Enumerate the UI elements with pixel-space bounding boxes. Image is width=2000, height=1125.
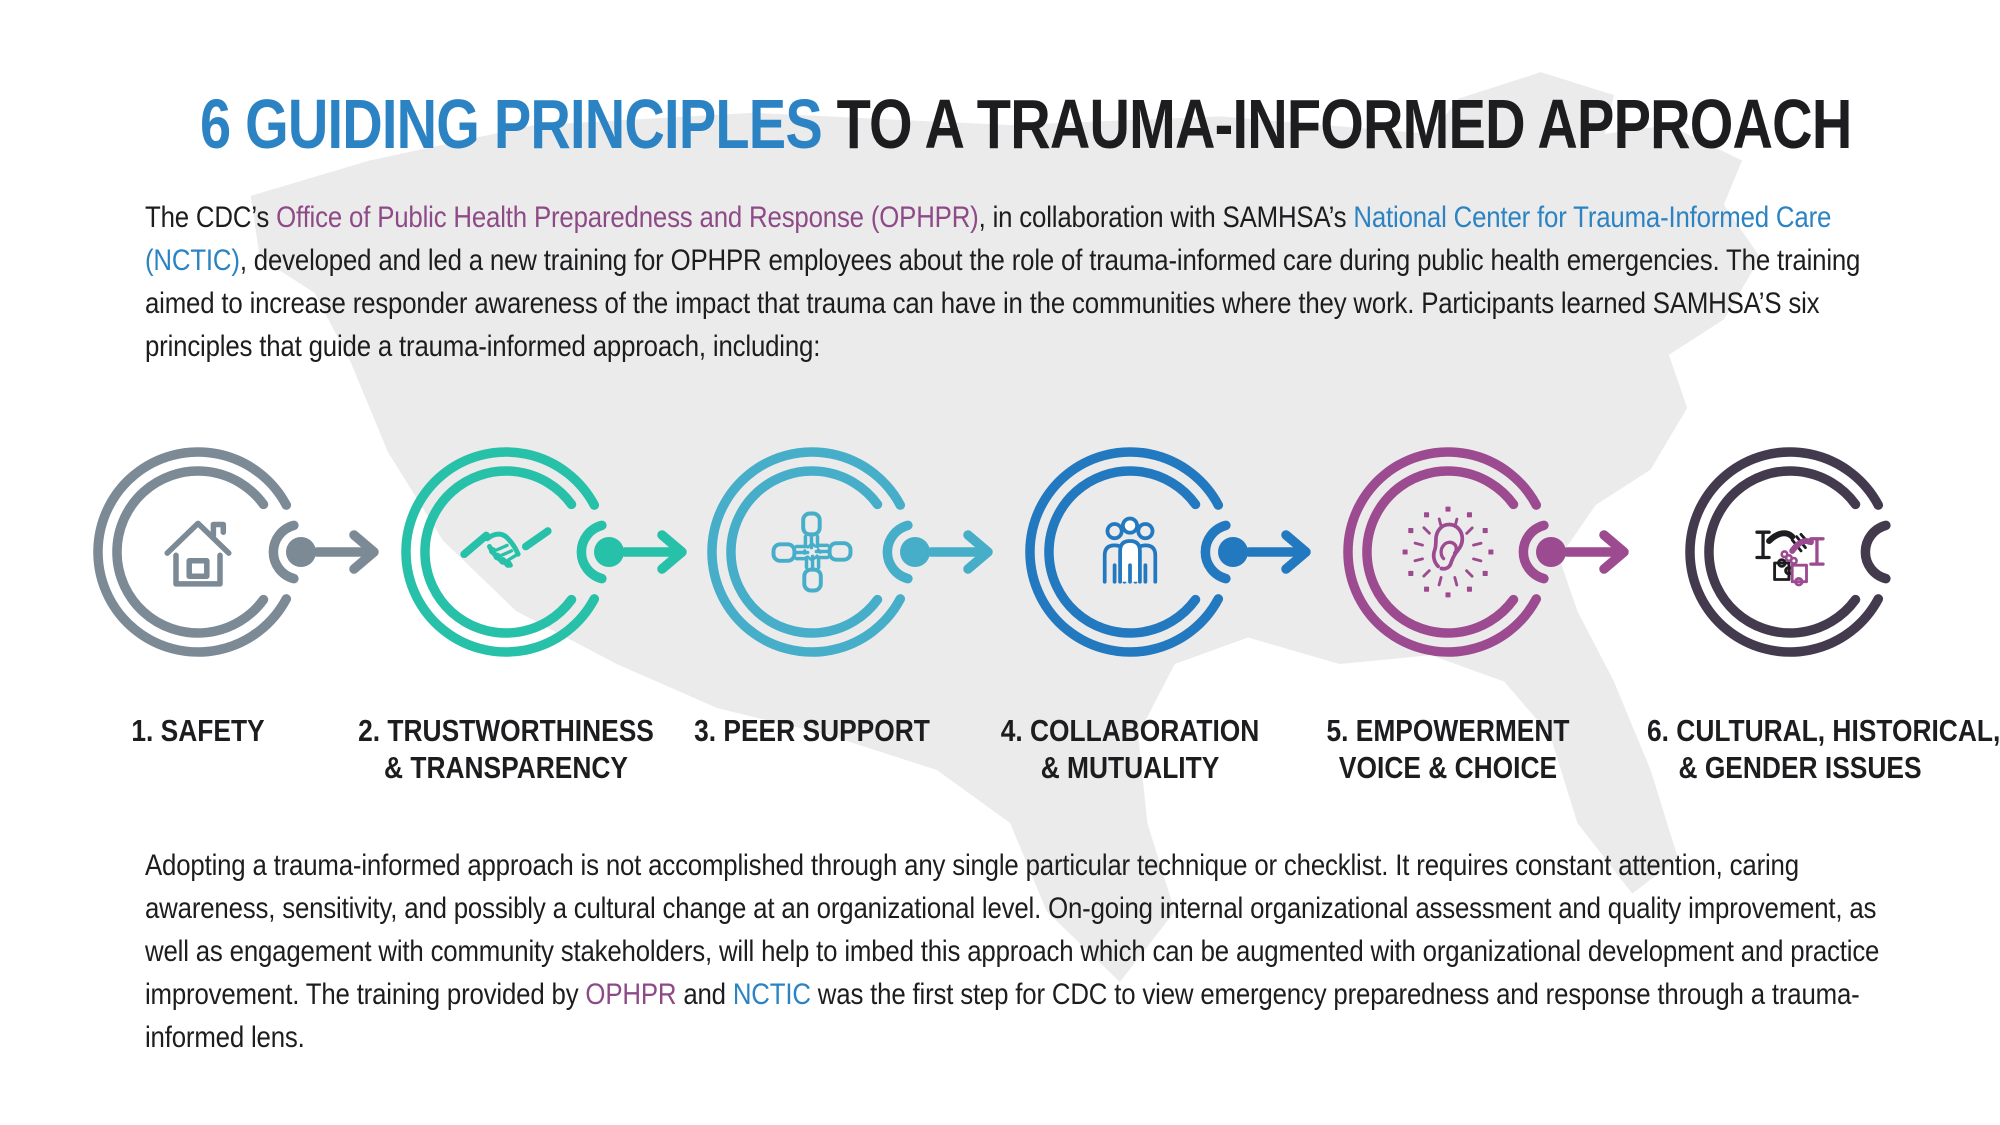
outro-paragraph: Adopting a trauma-informed approach is n… [145,844,1891,1059]
principle-5-badge-graphic [1343,447,1629,657]
principle-4-label-line: 4. COLLABORATION [1000,713,1260,748]
flow-arrow-icon [900,530,993,574]
principle-5-badge [1342,442,1642,662]
principle-2-label-line: & TRANSPARENCY [383,750,629,785]
flow-arrow-icon [594,530,687,574]
handshake-icon [460,527,552,568]
house-icon [164,520,232,587]
outro-text: was the first step for CDC to view emerg… [145,978,1860,1054]
intro-text: , in collaboration with SAMHSA’s [978,201,1354,234]
outro-text: and [676,978,733,1011]
principle-1-badge-graphic [93,447,379,657]
principle-4-label: 4. COLLABORATION& MUTUALITY [977,712,1283,786]
page-title-rest: TO A TRAUMA-INFORMED APPROACH [821,85,1853,163]
principle-2-label-line: 2. TRUSTWORTHINESS [358,713,654,748]
flow-arrow-icon [1218,530,1311,574]
ear-listening-icon [1402,506,1494,598]
outro-text: Adopting a trauma-informed approach is n… [145,849,1880,1011]
flow-arrow-icon [1536,530,1629,574]
principle-3-label-line: 3. PEER SUPPORT [694,713,930,748]
principle-5-label-line: 5. EMPOWERMENT [1326,713,1570,748]
principle-6-label-line: & GENDER ISSUES [1678,750,1922,785]
principle-4-badge [1024,442,1324,662]
principle-2-label: 2. TRUSTWORTHINESS& TRANSPARENCY [353,712,659,786]
flow-arrow-icon [286,530,379,574]
intro-paragraph: The CDC’s Office of Public Health Prepar… [145,196,1891,368]
principle-6-badge-graphic [1685,447,1891,657]
intro-text: The CDC’s [145,201,277,234]
principle-4-badge-graphic [1025,447,1311,657]
handshake-puzzle-icon [1755,530,1825,587]
principle-1-label: 1. SAFETY [45,712,351,749]
principle-1-label-line: 1. SAFETY [131,713,265,748]
principle-6-label-line: 6. CULTURAL, HISTORICAL, [1647,713,2000,748]
principle-3-badge [706,442,1006,662]
page-title-highlight: 6 GUIDING PRINCIPLES [200,85,823,163]
principle-2-badge-graphic [401,447,687,657]
page-title: 6 GUIDING PRINCIPLES TO A TRAUMA-INFORME… [200,84,1852,164]
intro-text: , developed and led a new training for O… [145,244,1861,363]
intro-link-purple[interactable]: Office of Public Health Preparedness and… [276,201,979,234]
principle-5-label-line: VOICE & CHOICE [1338,750,1558,785]
us-map-background [250,72,1761,982]
principle-1-badge [92,442,392,662]
outro-link-blue[interactable]: NCTIC [732,978,811,1011]
principle-3-label: 3. PEER SUPPORT [659,712,965,749]
peer-hands-icon [771,511,853,593]
principle-3-badge-graphic [707,447,993,657]
principle-6-badge [1684,442,1984,662]
principle-2-badge [400,442,700,662]
intro-link-blue[interactable]: National Center for Trauma-Informed Care… [145,201,1832,277]
principle-6-label: 6. CULTURAL, HISTORICAL,& GENDER ISSUES [1647,712,2000,786]
people-group-icon [1102,516,1158,584]
outro-link-purple[interactable]: OPHPR [585,978,677,1011]
principle-4-label-line: & MUTUALITY [1040,750,1220,785]
